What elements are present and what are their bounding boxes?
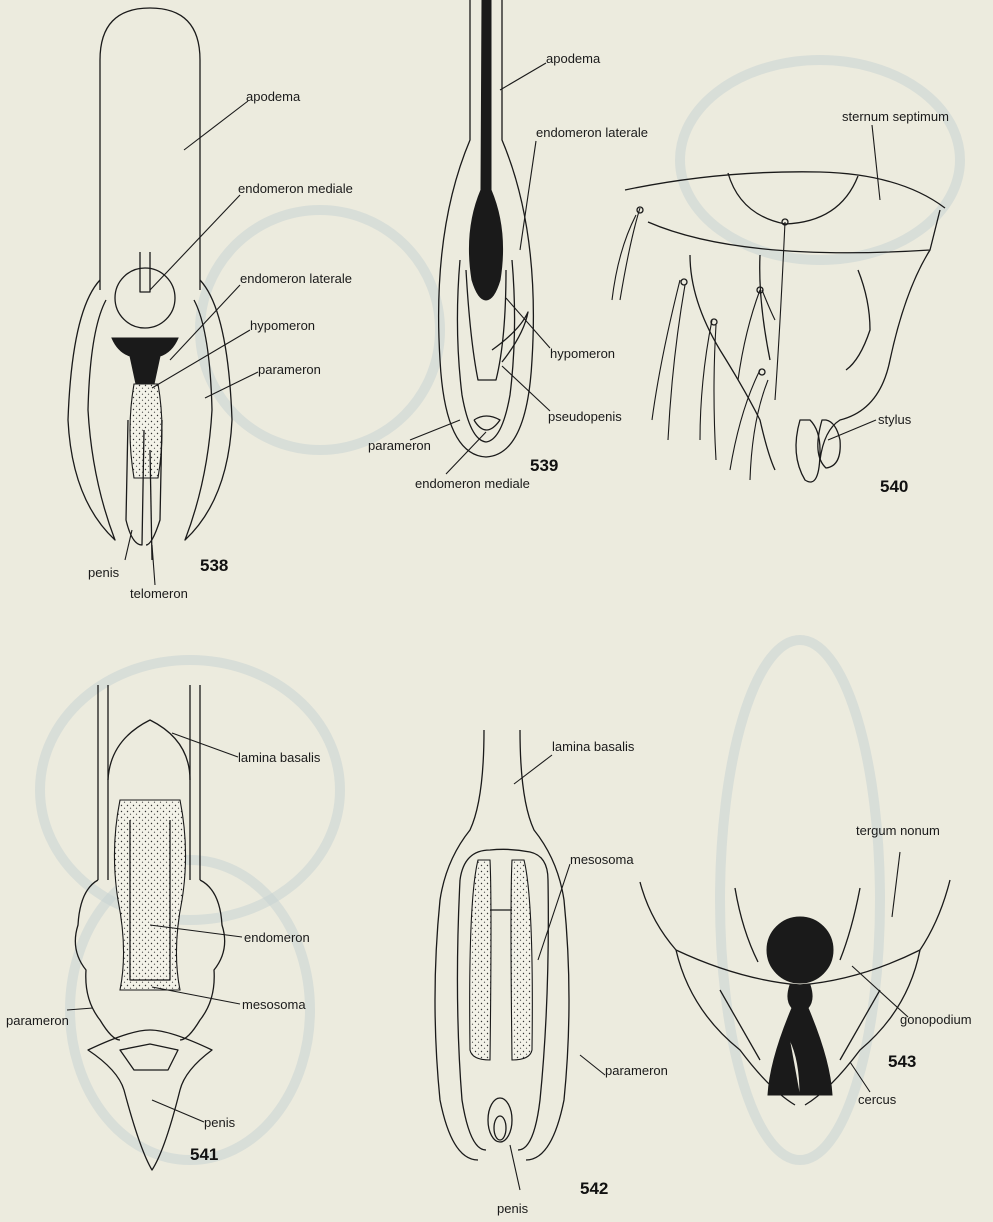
figure-number-539: 539 [530, 456, 558, 475]
label-539-hypomeron: hypomeron [550, 346, 615, 361]
figure-543: tergum nonum gonopodium cercus 543 [640, 823, 972, 1107]
figure-number-540: 540 [880, 477, 908, 496]
label-538-apodema: apodema [246, 89, 301, 104]
label-541-endomeron: endomeron [244, 930, 310, 945]
label-538-endomeron-mediale: endomeron mediale [238, 181, 353, 196]
label-541-penis: penis [204, 1115, 236, 1130]
label-538-penis: penis [88, 565, 120, 580]
label-542-parameron: parameron [605, 1063, 668, 1078]
label-538-parameron: parameron [258, 362, 321, 377]
figure-540: sternum septimum stylus 540 [612, 109, 949, 496]
label-543-tergum-nonum: tergum nonum [856, 823, 940, 838]
label-539-endomeron-laterale: endomeron laterale [536, 125, 648, 140]
label-541-lamina-basalis: lamina basalis [238, 750, 321, 765]
label-542-lamina-basalis: lamina basalis [552, 739, 635, 754]
label-541-parameron: parameron [6, 1013, 69, 1028]
figure-number-543: 543 [888, 1052, 916, 1071]
figure-541: lamina basalis endomeron mesosoma parame… [6, 685, 321, 1170]
label-539-endomeron-mediale: endomeron mediale [415, 476, 530, 491]
label-538-telomeron: telomeron [130, 586, 188, 601]
figure-number-541: 541 [190, 1145, 218, 1164]
figure-538: apodema endomeron mediale endomeron late… [68, 8, 353, 601]
label-543-gonopodium: gonopodium [900, 1012, 972, 1027]
figure-542: lamina basalis mesosoma parameron penis … [435, 730, 668, 1216]
figure-number-542: 542 [580, 1179, 608, 1198]
label-539-apodema: apodema [546, 51, 601, 66]
label-542-mesosoma: mesosoma [570, 852, 634, 867]
label-543-cercus: cercus [858, 1092, 897, 1107]
label-539-pseudopenis: pseudopenis [548, 409, 622, 424]
label-541-mesosoma: mesosoma [242, 997, 306, 1012]
label-540-sternum-septimum: sternum septimum [842, 109, 949, 124]
label-539-parameron: parameron [368, 438, 431, 453]
label-538-endomeron-laterale: endomeron laterale [240, 271, 352, 286]
label-542-penis: penis [497, 1201, 529, 1216]
figure-number-538: 538 [200, 556, 228, 575]
label-540-stylus: stylus [878, 412, 912, 427]
label-538-hypomeron: hypomeron [250, 318, 315, 333]
